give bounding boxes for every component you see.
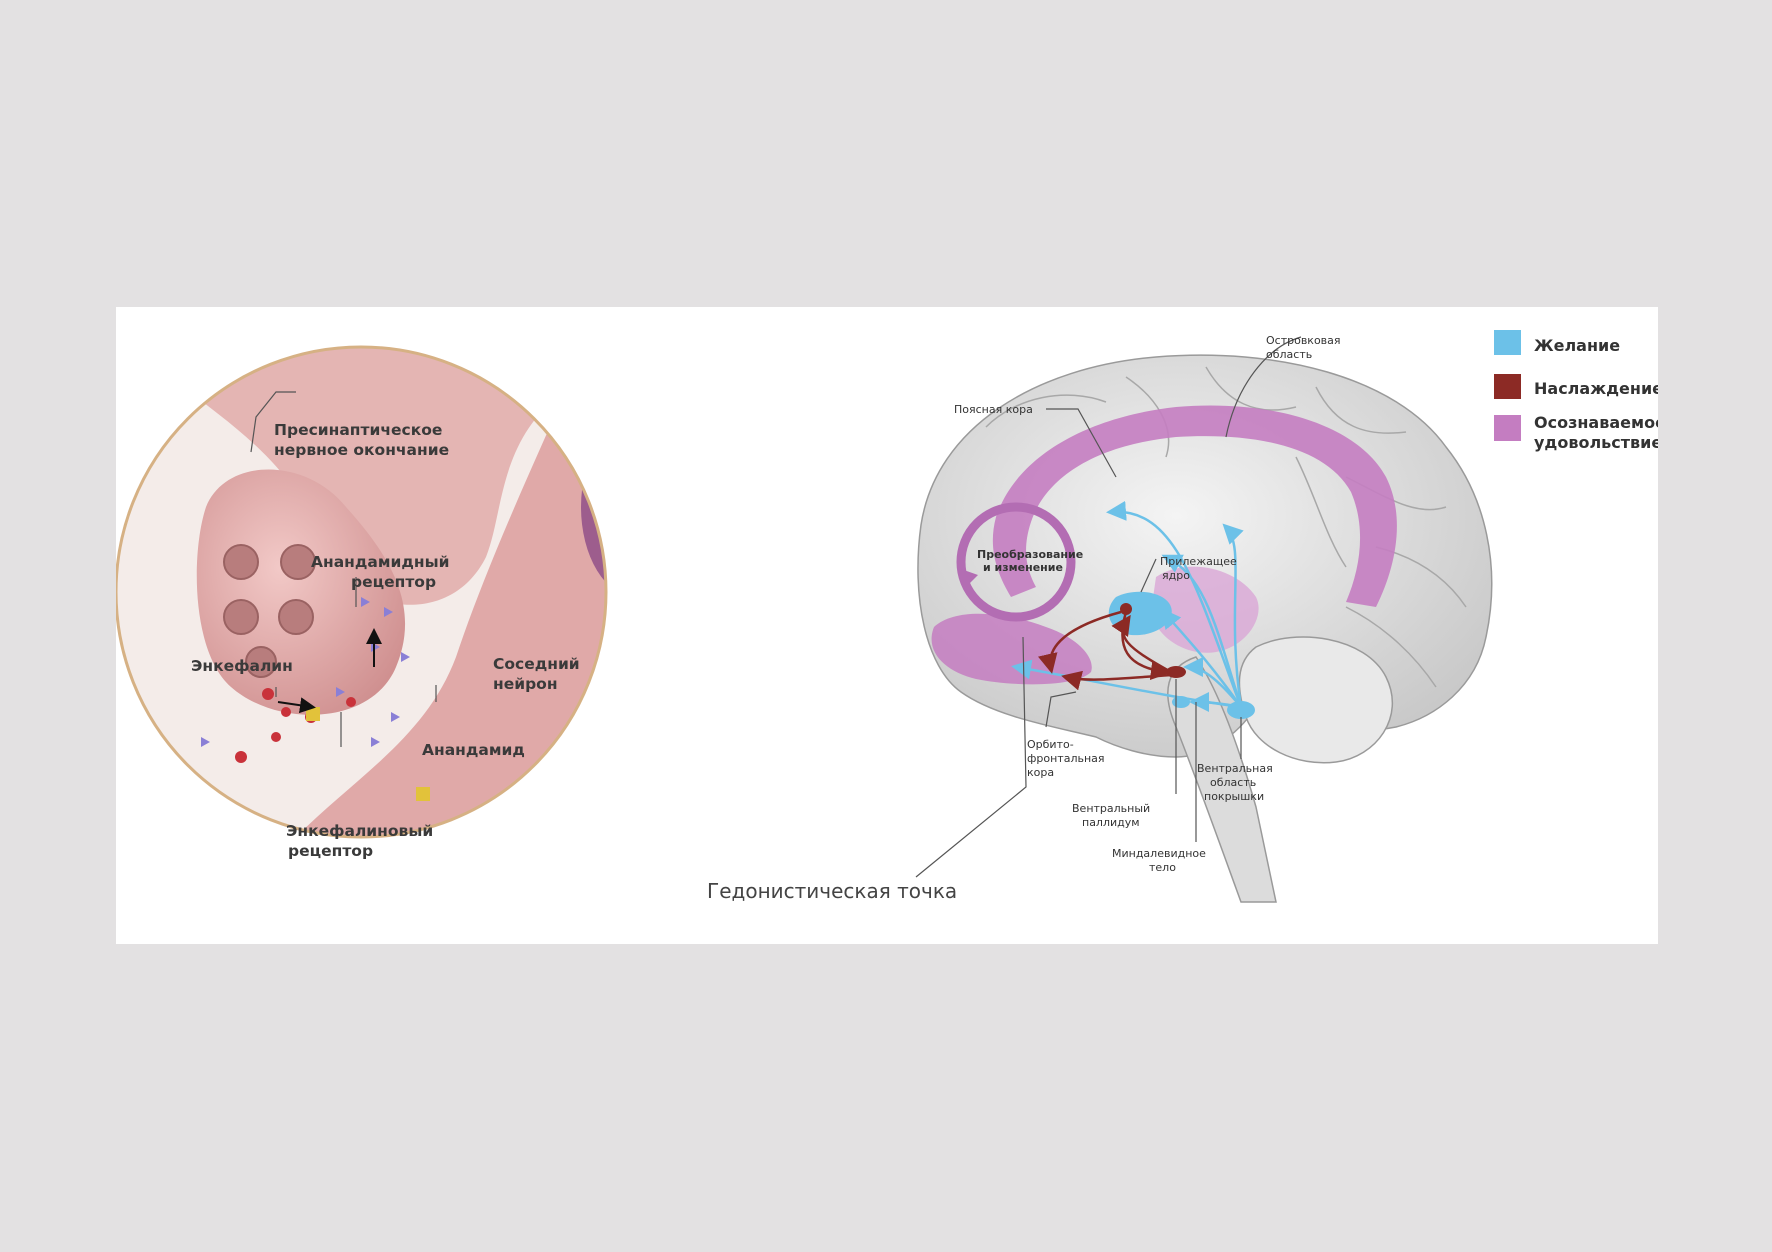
label-anandamide: Анандамид xyxy=(422,741,525,759)
label-pallidum-1: Вентральный xyxy=(1072,802,1150,815)
vesicles xyxy=(223,544,316,678)
label-pallidum-2: паллидум xyxy=(1082,816,1140,829)
transformation-loop xyxy=(956,502,1076,622)
label-transform-2: и изменение xyxy=(983,561,1063,574)
pleasure-pathways xyxy=(1037,610,1172,691)
legend-label-conscious-2: удовольствие xyxy=(1534,433,1658,452)
legend-label-desire: Желание xyxy=(1534,336,1620,355)
label-cingulate: Поясная кора xyxy=(954,403,1033,416)
neighbor-neuron xyxy=(296,347,606,837)
presynaptic-axon xyxy=(156,347,606,605)
label-enkephalin: Энкефалин xyxy=(191,657,293,675)
hedonic-hotspot-accumbens xyxy=(1120,603,1132,615)
label-amygdala-1: Миндалевидное xyxy=(1112,847,1206,860)
label-vta-2: область xyxy=(1210,776,1256,789)
legend-label-pleasure: Наслаждение xyxy=(1534,379,1658,398)
label-enk-receptor-2: рецептор xyxy=(288,842,373,860)
cingulate-cortex xyxy=(992,405,1397,607)
legend-swatch-pleasure xyxy=(1494,374,1521,399)
desire-pathways xyxy=(1011,500,1244,713)
label-anandamide-receptor-1: Анандамидный xyxy=(311,553,450,571)
legend-swatch-desire xyxy=(1494,330,1521,355)
label-neighbor-2: нейрон xyxy=(493,675,558,693)
label-orbito-2: фронтальная xyxy=(1027,752,1105,765)
label-anandamide-receptor-2: рецептор xyxy=(351,573,436,591)
figure-panel: Пресинаптическое нервное окончание Ананд… xyxy=(114,307,1666,944)
legend-swatch-conscious xyxy=(1494,415,1521,441)
label-orbito-3: кора xyxy=(1027,766,1054,779)
label-accumbens-1: Прилежащее xyxy=(1160,555,1237,568)
label-enk-receptor-1: Энкефалиновый xyxy=(286,822,433,840)
brain-illustration: Островковая область Поясная кора Преобра… xyxy=(915,334,1493,903)
label-insular-2: область xyxy=(1266,348,1312,361)
figure-svg: Пресинаптическое нервное окончание Ананд… xyxy=(114,330,1666,903)
cerebellum xyxy=(1238,636,1393,764)
label-presynaptic-1: Пресинаптическое xyxy=(274,421,442,439)
label-transform-1: Преобразование xyxy=(977,548,1083,561)
label-neighbor-1: Соседний xyxy=(493,655,580,673)
neuron-nucleus xyxy=(581,417,606,597)
anandamide-molecules xyxy=(201,597,410,747)
label-accumbens-2: ядро xyxy=(1162,569,1190,582)
label-insular-1: Островковая xyxy=(1266,334,1341,347)
brain-gyri xyxy=(985,366,1467,688)
legend: Желание Наслаждение Осознаваемое удоволь… xyxy=(1494,330,1666,452)
label-amygdala-2: тело xyxy=(1149,861,1176,874)
synapse-illustration: Пресинаптическое нервное окончание Ананд… xyxy=(114,345,608,860)
label-presynaptic-2: нервное окончание xyxy=(274,441,449,459)
legend-label-conscious-1: Осознаваемое xyxy=(1534,413,1658,432)
label-vta-3: покрышки xyxy=(1204,790,1264,803)
synapse-circle-border xyxy=(114,345,608,839)
caption-hedonic-hotspot: Гедонистическая точка xyxy=(707,879,957,903)
label-vta-1: Вентральная xyxy=(1197,762,1273,775)
label-orbito-1: Орбито- xyxy=(1027,738,1074,751)
